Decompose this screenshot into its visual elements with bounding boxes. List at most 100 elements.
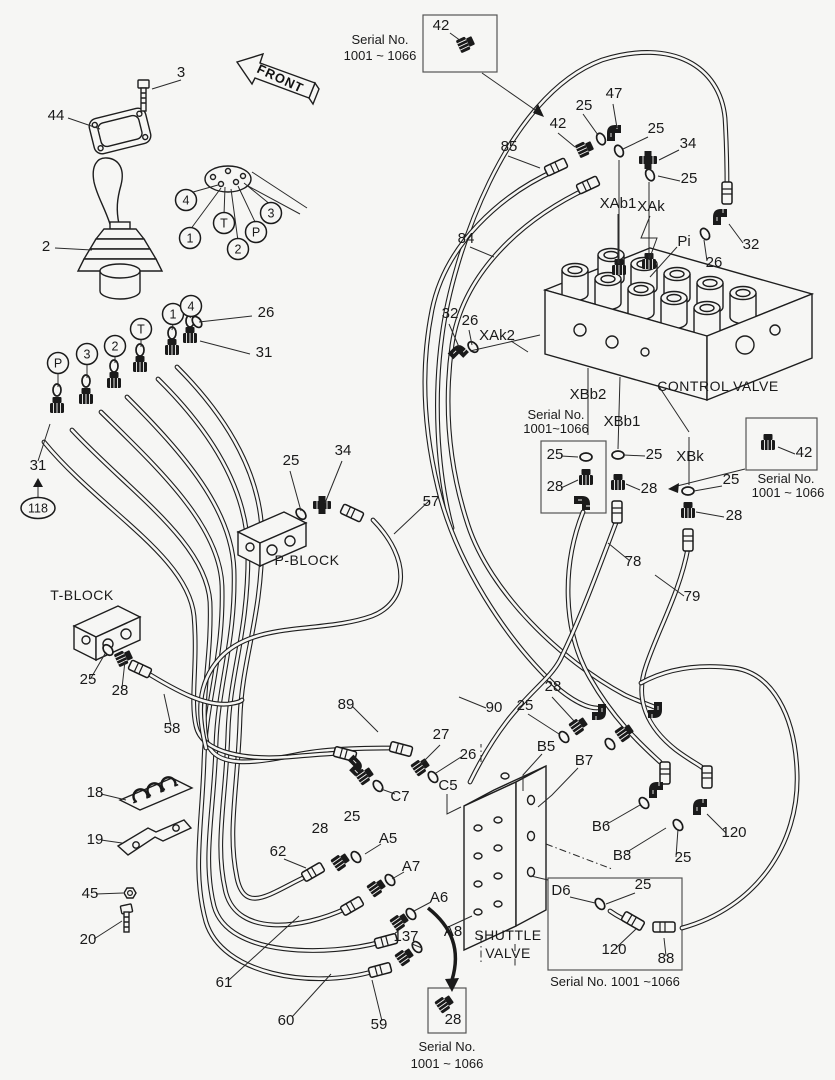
port-label: Pi xyxy=(677,233,690,250)
fitting-icon xyxy=(49,396,65,414)
part-callout: 28 xyxy=(545,678,562,695)
serial-note-midright-1: Serial No. xyxy=(757,471,814,486)
part-callout: 90 xyxy=(486,699,503,716)
serial-box-top xyxy=(422,14,498,73)
oring-icon xyxy=(681,486,695,496)
arrowhead xyxy=(33,478,43,487)
part-callout: 34 xyxy=(335,442,352,459)
serial-note-midleft-1: Serial No. xyxy=(527,407,584,422)
pilot-port-plate xyxy=(204,165,252,193)
arrowhead xyxy=(445,978,459,992)
part-callout: 26 xyxy=(258,304,275,321)
circled-port-label: T xyxy=(212,211,236,235)
fitting-icon xyxy=(78,387,94,405)
part-callout: 25 xyxy=(283,452,300,469)
part-callout: 25 xyxy=(681,170,698,187)
part-callout: 61 xyxy=(216,974,233,991)
part-callout: 47 xyxy=(606,85,623,102)
elbow-icon xyxy=(648,781,664,799)
part-callout: 120 xyxy=(601,941,626,958)
svg-text:T: T xyxy=(137,323,145,337)
oring-icon xyxy=(642,167,658,183)
fitting-icon xyxy=(760,433,776,451)
fitting-icon xyxy=(455,33,477,54)
oring-icon xyxy=(52,383,62,397)
hose-end-icon xyxy=(682,528,694,552)
port-label: B6 xyxy=(592,818,610,835)
elbow-icon xyxy=(606,124,622,142)
serial-box-bottom-right xyxy=(547,877,683,971)
oring-icon xyxy=(382,871,398,889)
part-callout: 26 xyxy=(462,312,479,329)
port-label: B8 xyxy=(613,847,631,864)
circled-port-label: 1 xyxy=(178,226,202,250)
svg-text:118: 118 xyxy=(28,502,48,516)
part-callout: 25 xyxy=(547,446,564,463)
serial-note-midright-2: 1001 ~ 1066 xyxy=(752,485,825,500)
port-label: XBb1 xyxy=(604,413,641,430)
svg-text:3: 3 xyxy=(268,207,275,221)
serial-box-mid-right xyxy=(745,417,818,471)
arrowheads xyxy=(33,104,679,992)
oring-icon xyxy=(602,735,618,753)
part-callout: 88 xyxy=(658,950,675,967)
thick-arrow-137 xyxy=(426,906,458,981)
part-callout: 25 xyxy=(635,876,652,893)
part-callout: 31 xyxy=(256,344,273,361)
oring-icon xyxy=(611,450,625,460)
bolt-20 xyxy=(119,903,134,933)
shuttle-valve-label-line2: VALVE xyxy=(485,945,531,961)
oring-icon xyxy=(135,343,145,357)
svg-text:4: 4 xyxy=(188,300,195,314)
valve-cap xyxy=(594,271,622,311)
oring-icon xyxy=(81,374,91,388)
part-callout: 57 xyxy=(423,493,440,510)
oring-icon xyxy=(109,359,119,373)
serial-box-mid-left xyxy=(540,440,607,514)
part-callout: 27 xyxy=(433,726,450,743)
port-label: A6 xyxy=(430,889,448,906)
serial-note-bottomright: Serial No. 1001 ~1066 xyxy=(550,974,680,989)
elbow-icon xyxy=(692,798,708,816)
part-callout: 45 xyxy=(82,885,99,902)
arrowhead xyxy=(533,104,544,117)
serial-note-bottomsmall-2: 1001 ~ 1066 xyxy=(411,1056,484,1071)
part-callout: 32 xyxy=(442,305,459,322)
serial-note-top-2: 1001 ~ 1066 xyxy=(344,48,417,63)
part-callout: 26 xyxy=(460,746,477,763)
part-callout: 58 xyxy=(164,720,181,737)
part-callout: 84 xyxy=(458,230,475,247)
part-callout: 34 xyxy=(680,135,697,152)
port-label: C7 xyxy=(390,788,409,805)
hose-end-icon xyxy=(575,175,601,195)
port-label: B5 xyxy=(537,738,555,755)
serial-note-midleft-2: 1001~1066 xyxy=(523,421,588,436)
leader-lines xyxy=(37,32,796,1022)
component-labels: CONTROL VALVE P-BLOCK T-BLOCK SHUTTLE VA… xyxy=(50,378,778,961)
port-label: D6 xyxy=(551,882,570,899)
fitting-icon xyxy=(132,355,148,373)
part-callout: 25 xyxy=(517,697,534,714)
part-callout: 18 xyxy=(87,784,104,801)
bolt-3 xyxy=(137,79,150,112)
svg-text:P: P xyxy=(252,226,260,240)
port-label: B7 xyxy=(575,752,593,769)
part-callout: 42 xyxy=(796,444,813,461)
fitting-icon xyxy=(365,876,388,899)
svg-text:4: 4 xyxy=(183,194,190,208)
tee-fitting-icon xyxy=(312,495,332,515)
part-callout: 79 xyxy=(684,588,701,605)
control-valve xyxy=(542,247,815,402)
part-callout: 60 xyxy=(278,1012,295,1029)
hose-end-icon xyxy=(652,921,676,933)
part-callout: 32 xyxy=(743,236,760,253)
hose-end-icon xyxy=(127,659,153,679)
fitting-icon xyxy=(680,501,696,519)
port-label: A5 xyxy=(379,830,397,847)
port-label: XBk xyxy=(676,448,704,465)
oring-icon xyxy=(592,895,608,913)
